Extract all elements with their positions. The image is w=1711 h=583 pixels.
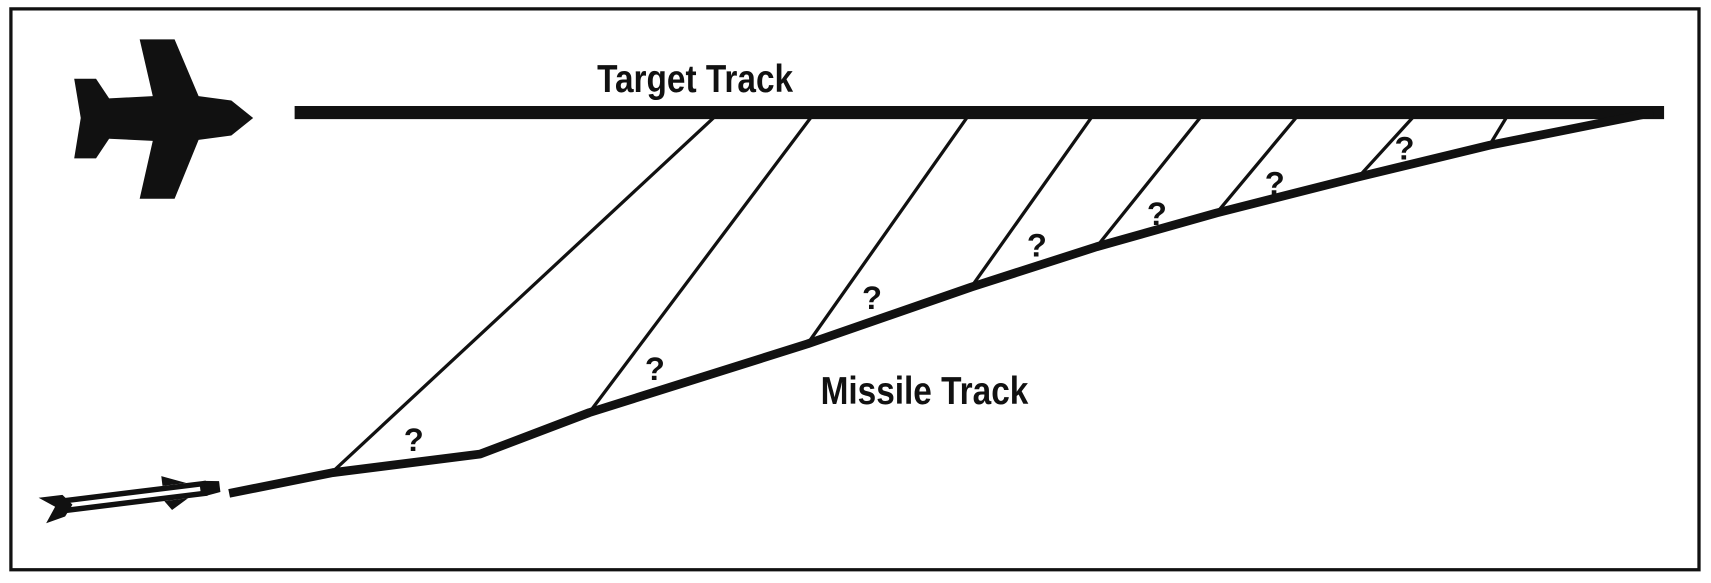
frame-border bbox=[9, 7, 1701, 572]
sight-line bbox=[969, 113, 1095, 289]
question-mark: ? bbox=[1395, 129, 1415, 166]
question-mark: ? bbox=[404, 421, 424, 458]
missile-icon bbox=[38, 476, 221, 524]
question-mark: ? bbox=[862, 279, 882, 316]
sight-line bbox=[1488, 113, 1510, 147]
question-marks: ? ? ? ? ? ? ? bbox=[404, 129, 1415, 457]
question-mark: ? bbox=[1265, 164, 1285, 201]
missile-track-label: Missile Track bbox=[821, 368, 1029, 412]
question-mark: ? bbox=[1147, 195, 1167, 232]
sight-line bbox=[1215, 113, 1300, 214]
sight-line bbox=[806, 113, 971, 345]
sight-line bbox=[587, 113, 815, 414]
missile-track-line bbox=[228, 108, 1655, 498]
aircraft-icon bbox=[74, 39, 254, 199]
target-track-label: Target Track bbox=[597, 56, 794, 100]
sight-line bbox=[1357, 113, 1417, 179]
line-of-sight-lines bbox=[331, 113, 1510, 473]
sight-line bbox=[1095, 113, 1204, 248]
sight-line bbox=[331, 113, 719, 473]
question-mark: ? bbox=[645, 350, 665, 387]
question-mark: ? bbox=[1027, 227, 1047, 264]
